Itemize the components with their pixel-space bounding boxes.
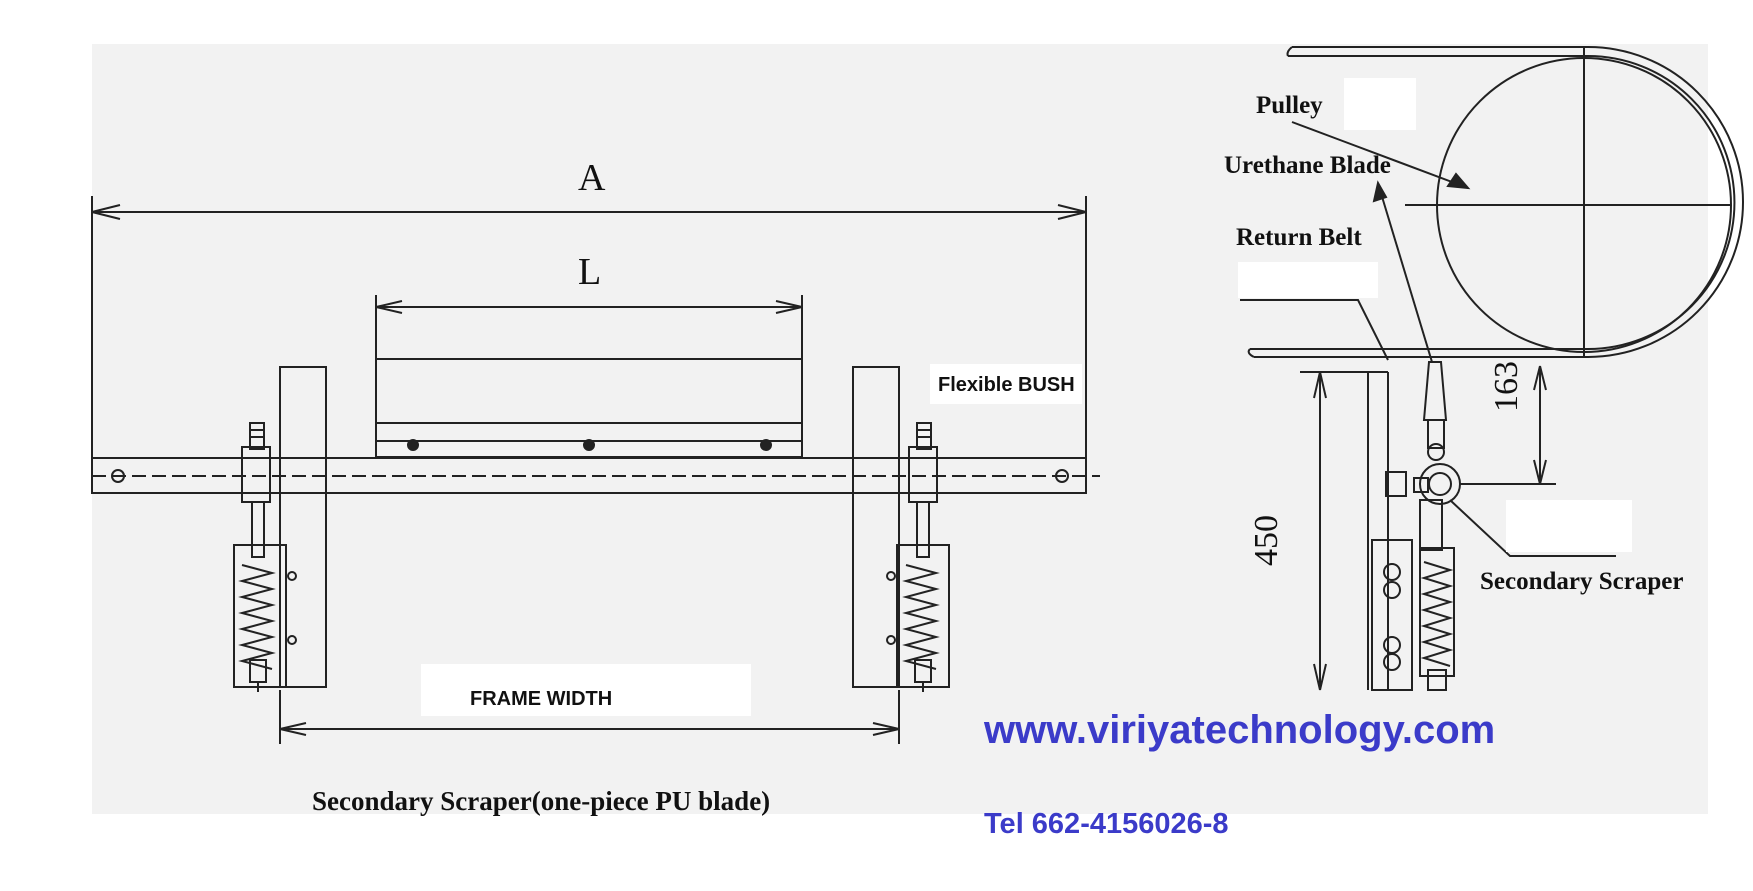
telephone-text: Tel 662-4156026-8 <box>984 808 1229 840</box>
dimension-450-label: 450 <box>1248 515 1285 566</box>
left-spring-tensioner <box>233 422 297 692</box>
dimension-163-label: 163 <box>1488 361 1525 412</box>
pu-blade <box>375 358 803 458</box>
dimension-163 <box>1460 365 1556 485</box>
main-shaft <box>91 457 1100 494</box>
left-frame-plate <box>279 366 327 688</box>
right-spring-tensioner <box>886 422 950 692</box>
return-belt-label-box <box>1238 262 1378 298</box>
frame-width-label: FRAME WIDTH <box>470 688 613 710</box>
leader-lines <box>1240 121 1616 557</box>
website-link[interactable]: www.viriyatechnology.com <box>984 708 1496 752</box>
pulley-label-box <box>1344 78 1416 130</box>
frame-width-dimension <box>279 690 900 744</box>
frame-width-label-box <box>421 664 751 716</box>
pulley-circle <box>1405 47 1732 357</box>
conveyor-belt <box>1247 46 1744 358</box>
right-frame-plate <box>852 366 900 688</box>
dimension-l-line <box>375 295 803 360</box>
dimension-a-line <box>91 196 1087 490</box>
return-belt-label: Return Belt <box>1236 224 1362 251</box>
dimension-450 <box>1300 371 1368 691</box>
flexible-bush-label: Flexible BUSH <box>938 374 1075 396</box>
dimension-l-label: L <box>578 251 602 293</box>
secondary-scraper-label: Secondary Scraper <box>1480 568 1684 595</box>
pulley-label: Pulley <box>1256 92 1323 119</box>
dimension-a-label: A <box>578 157 606 199</box>
scraper-blade-assembly <box>1371 361 1461 691</box>
bush-label-box <box>930 364 1082 404</box>
scraper-label-box <box>1506 500 1632 552</box>
left-view-caption: Secondary Scraper(one-piece PU blade) <box>312 786 771 816</box>
urethane-blade-label: Urethane Blade <box>1224 152 1391 179</box>
